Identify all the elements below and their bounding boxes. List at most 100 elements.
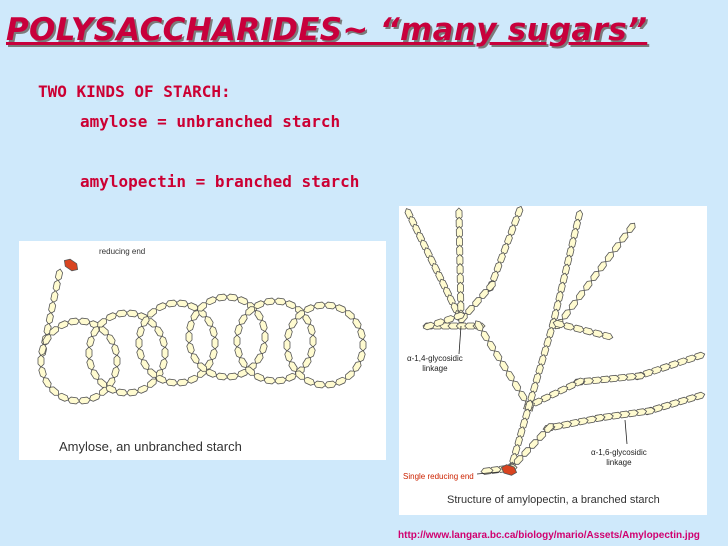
glucose-unit — [632, 372, 646, 380]
glucose-unit — [140, 359, 150, 371]
glucose-unit — [238, 357, 248, 369]
glucose-unit — [456, 263, 464, 277]
glucose-unit — [530, 381, 539, 395]
glucose-unit — [175, 299, 189, 308]
glucose-unit — [105, 384, 118, 394]
glucose-unit — [623, 373, 637, 381]
glucose-unit — [302, 357, 312, 369]
glucose-unit — [77, 396, 91, 405]
glucose-unit — [357, 349, 366, 363]
glucose-unit — [309, 334, 317, 348]
glucose-unit — [161, 346, 169, 360]
amylose-reducing-end-label: reducing end — [99, 247, 146, 256]
glucose-unit — [125, 309, 139, 318]
glucose-unit — [233, 334, 241, 348]
glucose-unit — [551, 308, 560, 322]
glucose-unit — [464, 322, 478, 330]
glucose-unit — [357, 327, 366, 341]
glucose-unit — [472, 297, 482, 307]
glucose-unit — [517, 426, 526, 439]
glucose-unit — [658, 363, 671, 372]
glucose-unit — [552, 319, 566, 329]
glucose-unit — [284, 300, 297, 310]
glucose-unit — [619, 232, 629, 243]
glucose-unit — [568, 236, 577, 250]
glucose-unit — [209, 325, 218, 339]
glucose-unit — [597, 261, 607, 272]
alpha-14-linkage-label: α-1,4-glycosidic linkage — [407, 354, 463, 374]
glucose-unit — [159, 335, 168, 349]
amylose-definition: amylose = unbranched starch — [80, 112, 341, 131]
glucose-unit — [564, 254, 573, 268]
glucose-unit — [307, 345, 316, 359]
glucose-unit — [511, 215, 520, 228]
glucose-unit — [591, 329, 604, 338]
glucose-unit — [486, 340, 497, 352]
glucose-unit — [263, 297, 277, 306]
glucose-unit — [313, 301, 327, 310]
starch-heading: TWO KINDS OF STARCH: — [38, 82, 231, 101]
glucose-unit — [49, 326, 60, 336]
single-reducing-end-label: Single reducing end — [403, 472, 474, 481]
glucose-unit — [323, 301, 337, 310]
glucose-unit — [559, 272, 568, 286]
glucose-unit — [442, 315, 456, 324]
glucose-unit — [115, 388, 129, 397]
glucose-unit — [499, 360, 509, 372]
glucose-unit — [45, 312, 54, 325]
glucose-unit — [574, 209, 584, 223]
glucose-unit — [105, 312, 118, 322]
glucose-unit — [185, 330, 193, 344]
glucose-unit — [532, 372, 542, 385]
source-url-link[interactable]: http://www.langara.bc.ca/biology/mario/A… — [398, 530, 700, 541]
glucose-unit — [236, 296, 249, 306]
glucose-unit — [245, 306, 256, 316]
pointer-arrow — [624, 419, 628, 445]
amylopectin-branch-diagram — [404, 206, 706, 476]
glucose-unit — [111, 365, 120, 379]
glucose-unit — [38, 365, 47, 379]
glucose-unit — [513, 455, 524, 465]
glucose-unit — [313, 380, 327, 389]
glucose-unit — [197, 302, 208, 312]
glucose-unit — [273, 297, 287, 306]
alpha-16-line2: linkage — [606, 458, 632, 467]
glucose-unit — [522, 408, 531, 422]
glucose-unit — [253, 372, 266, 382]
glucose-unit — [67, 317, 81, 326]
glucose-unit — [692, 351, 706, 361]
glucose-unit — [323, 380, 337, 389]
amylopectin-definition: amylopectin = branched starch — [80, 172, 360, 191]
glucose-unit — [303, 304, 316, 314]
glucose-unit — [140, 315, 150, 327]
glucose-unit — [566, 245, 575, 259]
glucose-unit — [261, 330, 269, 344]
glucose-unit — [147, 308, 158, 318]
glucose-unit — [254, 309, 264, 321]
glucose-unit — [52, 279, 61, 293]
glucose-unit — [165, 299, 179, 308]
glucose-unit — [581, 327, 595, 336]
glucose-unit — [570, 227, 579, 241]
glucose-unit — [159, 357, 168, 371]
glucose-unit — [215, 293, 229, 302]
glucose-unit — [626, 222, 636, 234]
glucose-unit — [667, 360, 680, 369]
glucose-unit — [98, 326, 109, 336]
glucose-unit — [615, 373, 629, 382]
glucose-unit — [136, 384, 149, 394]
glucose-unit — [211, 336, 219, 350]
glucose-unit — [136, 325, 145, 339]
glucose-unit — [42, 377, 52, 389]
glucose-unit — [540, 345, 550, 358]
glucose-unit — [511, 380, 522, 392]
glucose-unit — [259, 319, 268, 333]
glucose-unit — [209, 347, 218, 361]
glucose-unit — [518, 390, 528, 402]
glucose-unit — [234, 323, 243, 337]
glucose-unit — [283, 338, 291, 352]
glucose-unit — [155, 302, 168, 312]
glucose-unit — [334, 376, 347, 386]
glucose-unit — [359, 338, 367, 352]
glucose-unit — [57, 392, 70, 402]
